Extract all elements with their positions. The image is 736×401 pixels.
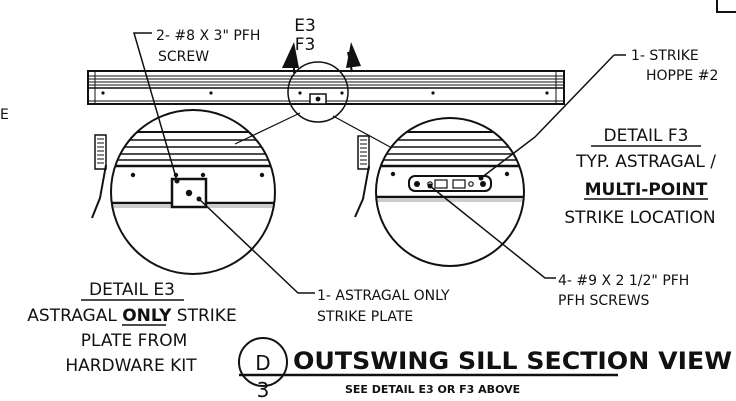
detail-f3-line3: STRIKE LOCATION xyxy=(564,208,715,228)
section-bubble: D 3 xyxy=(238,337,618,401)
strike-label-line1: 1- STRIKE xyxy=(631,48,699,64)
section-subtitle: SEE DETAIL E3 OR F3 ABOVE xyxy=(345,383,520,396)
view-label-f3: F3 xyxy=(295,35,316,55)
detail-e3-title: DETAIL E3 xyxy=(89,280,175,300)
screws-f3-label-line2: PFH SCREWS xyxy=(558,293,650,309)
leader-to-detail-e3 xyxy=(234,112,301,145)
handle-left xyxy=(91,134,107,219)
screw-top-label-line1: 2- #8 X 3" PFH xyxy=(156,28,260,44)
leader-strike xyxy=(480,54,626,179)
leader-four-screws xyxy=(429,185,556,279)
strike-label-line2: HOPPE #2 xyxy=(646,68,718,84)
view-arrow-f3 xyxy=(346,42,361,73)
leader-to-detail-f3 xyxy=(332,115,393,149)
detail-e3-line2: PLATE FROM xyxy=(81,331,188,351)
screw-top-label-line2: SCREW xyxy=(158,49,209,65)
leader-screw-top xyxy=(133,32,178,182)
sill-bar xyxy=(87,70,565,105)
screws-f3-label-line1: 4- #9 X 2 1/2" PFH xyxy=(558,273,689,289)
detail-f3-line1: TYP. ASTRAGAL / xyxy=(575,152,716,172)
reference-circle xyxy=(287,61,349,123)
astragal-plate-label-line1: 1- ASTRAGAL ONLY xyxy=(317,288,450,304)
astragal-plate-label-line2: STRIKE PLATE xyxy=(317,309,413,325)
view-arrow-e3 xyxy=(282,42,299,73)
handle-right xyxy=(354,135,370,218)
left-edge-char: E xyxy=(0,107,9,123)
section-bubble-letter: D xyxy=(255,351,270,375)
view-label-e3: E3 xyxy=(294,16,316,36)
detail-f3-title: DETAIL F3 xyxy=(603,126,688,146)
section-title: OUTSWING SILL SECTION VIEW xyxy=(293,347,732,375)
leader-astragal-plate xyxy=(198,198,315,294)
section-bubble-number: 3 xyxy=(257,378,270,401)
detail-f3-circle xyxy=(375,117,525,267)
border-corner-mark xyxy=(716,0,736,13)
detail-e3-line1: ASTRAGAL ONLY STRIKE xyxy=(27,306,236,326)
detail-e3-line3: HARDWARE KIT xyxy=(65,356,197,376)
detail-e3-circle xyxy=(110,109,276,275)
detail-f3-line2: MULTI-POINT xyxy=(585,180,708,200)
